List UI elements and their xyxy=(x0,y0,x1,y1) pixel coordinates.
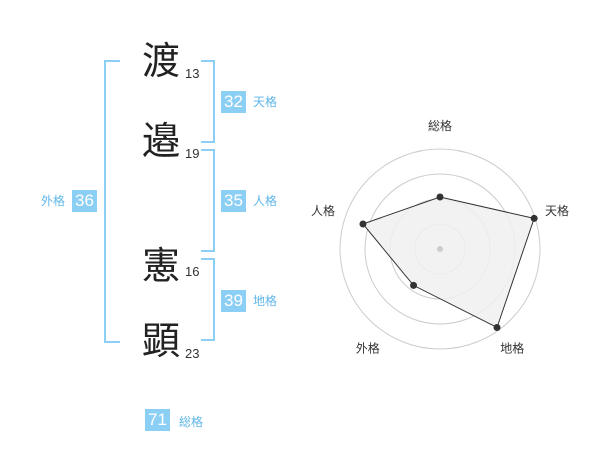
chikaku-value: 39 xyxy=(221,290,246,312)
radar-point-4 xyxy=(410,281,418,289)
char-3: 憲 xyxy=(141,244,180,288)
radar-point-2 xyxy=(530,214,538,222)
chikaku-bracket xyxy=(201,258,215,341)
jinkaku-label: 人格 xyxy=(253,194,278,208)
char-3-strokes: 16 xyxy=(185,264,200,279)
radar-point-5 xyxy=(359,220,367,228)
soukaku-label: 総格 xyxy=(179,415,204,429)
char-4: 顕 xyxy=(141,319,180,363)
jinkaku-bracket xyxy=(201,149,215,252)
char-2-strokes: 19 xyxy=(185,146,200,161)
char-1-strokes: 13 xyxy=(185,66,200,81)
gaikaku-bracket xyxy=(104,60,120,343)
jinkaku-value: 35 xyxy=(221,190,246,212)
gaikaku-value: 36 xyxy=(72,190,97,212)
radar-axis-label-1: 総格 xyxy=(428,118,452,133)
char-1: 渡 xyxy=(141,39,180,83)
radar-axis-label-4: 外格 xyxy=(356,341,380,356)
tenkaku-value: 32 xyxy=(221,91,246,113)
radar-center-dot xyxy=(437,246,443,252)
radar-point-3 xyxy=(493,323,501,331)
radar-axis-label-5: 人格 xyxy=(311,203,335,218)
chikaku-label: 地格 xyxy=(253,294,278,308)
gaikaku-label: 外格 xyxy=(41,194,66,208)
radar-axis-label-2: 天格 xyxy=(545,203,569,218)
radar-axis-label-3: 地格 xyxy=(500,341,524,356)
char-2: 邉 xyxy=(141,119,180,163)
radar-ring-4 xyxy=(339,148,541,350)
soukaku-value: 71 xyxy=(145,409,170,431)
radar-polygon xyxy=(362,196,535,329)
char-4-strokes: 23 xyxy=(185,346,200,361)
tenkaku-label: 天格 xyxy=(253,95,278,109)
tenkaku-bracket xyxy=(201,60,215,143)
radar-point-1 xyxy=(436,193,444,201)
